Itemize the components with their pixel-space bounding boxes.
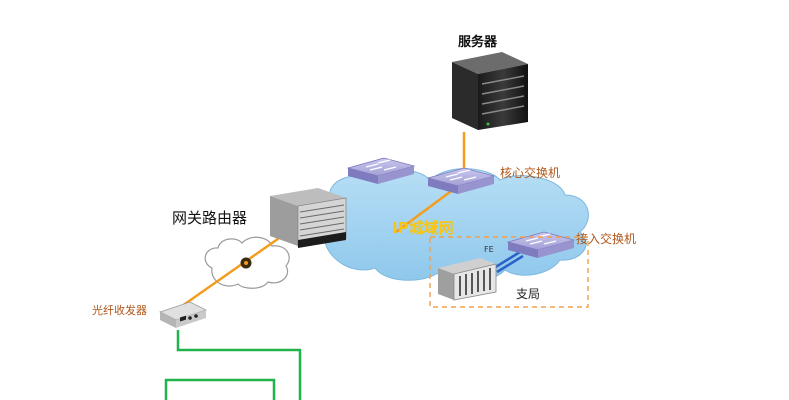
branch-link: [493, 250, 524, 274]
router-icon: [270, 188, 347, 248]
transceiver-icon: [158, 301, 208, 328]
ip-metro-label: IP城域网: [392, 219, 454, 237]
server-label: 服务器: [458, 34, 498, 50]
server-icon: [452, 52, 528, 130]
fe-label: FE: [484, 245, 494, 254]
core-switch-label: 核心交换机: [500, 165, 560, 180]
gateway-router-label: 网关路由器: [172, 209, 247, 227]
branch-label: 支局: [516, 287, 540, 301]
dslam-icon: [438, 258, 497, 301]
branch-box: [429, 236, 589, 308]
access-switch-label: 接入交换机: [576, 231, 636, 246]
fiber-transceiver-label: 光纤收发器: [92, 303, 147, 317]
switch-icon: [346, 157, 416, 184]
switch-icon: [426, 167, 496, 194]
green-lines: [164, 330, 302, 400]
fiber-lines: [181, 132, 466, 308]
switch-icon: [506, 231, 576, 258]
fiber-connector-icon: [240, 257, 252, 269]
